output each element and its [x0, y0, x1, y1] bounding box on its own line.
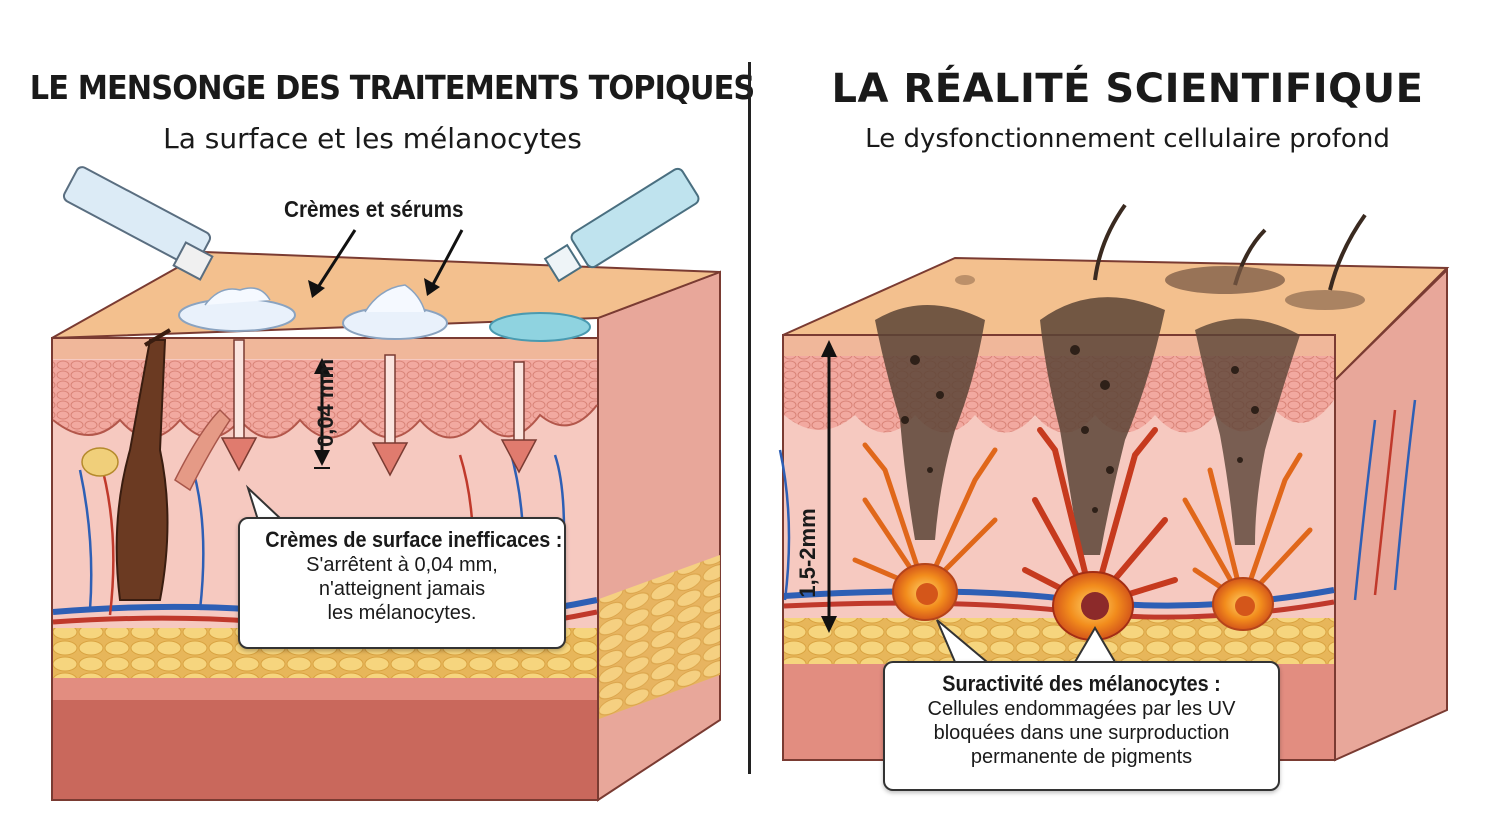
skin-block-side [597, 270, 721, 802]
depth-label-right: 1,5-2mm [795, 508, 820, 598]
left-callout-heading: Crèmes de surface inefficaces : [265, 527, 563, 552]
right-panel-subtitle: Le dysfonctionnement cellulaire profond [865, 124, 1390, 154]
epidermis-layer [53, 360, 597, 438]
left-panel-title: LE MENSONGE DES TRAITEMENTS TOPIQUES [29, 68, 755, 107]
melanocyte-3 [1182, 452, 1313, 605]
left-skin-diagram [51, 166, 721, 802]
penetration-arrow-2 [371, 354, 409, 477]
hair-3 [1328, 213, 1367, 291]
pigment-plume-1 [875, 305, 985, 540]
cream-tube-left [62, 166, 214, 281]
hair-1 [1093, 203, 1127, 281]
creams-label: Crèmes et sérums [284, 196, 464, 222]
serum-tube-right [543, 167, 700, 283]
serum-blob [489, 312, 591, 342]
left-callout-line2: n'atteignent jamais [318, 578, 486, 600]
left-panel-subtitle: La surface et les mélanocytes [163, 122, 582, 155]
depth-label-left: 0,04 mm [313, 358, 338, 448]
hair-follicle [115, 339, 169, 601]
right-callout-heading: Suractivité des mélanocytes : [942, 671, 1221, 696]
pigment-plume-3 [1195, 318, 1300, 545]
right-callout-line2: bloquées dans une surproduction [933, 722, 1230, 744]
right-callout-line3: permanente de pigments [970, 746, 1193, 768]
left-callout-line3: les mélanocytes. [327, 602, 477, 624]
melanocyte-1 [852, 442, 998, 593]
right-panel-title: LA RÉALITÉ SCIENTIFIQUE [831, 66, 1424, 112]
pigment-plume-2 [1040, 297, 1165, 555]
cream-blob-1 [178, 298, 296, 332]
panel-divider [748, 62, 751, 774]
penetration-arrow-1 [220, 339, 258, 472]
right-callout: Suractivité des mélanocytes : Cellules e… [883, 661, 1280, 791]
left-callout: Crèmes de surface inefficaces : S'arrête… [238, 517, 566, 649]
left-callout-line1: S'arrêtent à 0,04 mm, [306, 554, 498, 576]
right-callout-line1: Cellules endommagées par les UV [927, 698, 1236, 720]
penetration-arrow-3 [500, 361, 538, 474]
